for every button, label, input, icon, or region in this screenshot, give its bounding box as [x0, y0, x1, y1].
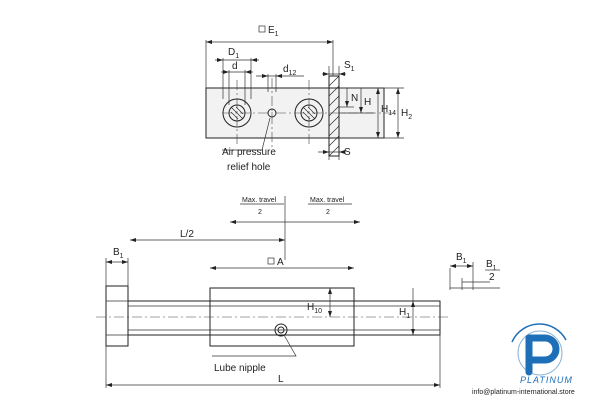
a-label: A: [277, 257, 284, 268]
detail-b1-label: B1: [456, 252, 467, 265]
d12-label: d12: [283, 64, 296, 77]
detail-b1-half-label: B1: [486, 259, 497, 272]
d1-label: D1: [228, 47, 239, 60]
h2-label: H2: [401, 108, 412, 121]
max-travel-right-den: 2: [326, 209, 330, 216]
s1-label: S1: [344, 60, 355, 73]
detail-b1: B1 B1 2: [449, 252, 500, 290]
d-label: d: [232, 61, 238, 72]
relief-hole-label: relief hole: [227, 162, 271, 173]
h1-label: H1: [399, 307, 410, 320]
e1-label: E1: [268, 25, 279, 38]
platinum-logo: [511, 323, 567, 376]
h10-label: H10: [307, 302, 322, 315]
brand-name: PLATINUM: [520, 375, 573, 385]
detail-b1-half-den: 2: [489, 272, 495, 283]
max-travel-right-label: Max. travel: [310, 197, 345, 204]
slide-block: [209, 287, 355, 347]
max-travel-left-den: 2: [258, 209, 262, 216]
lube-nipple: [274, 323, 288, 337]
max-travel-left-label: Max. travel: [242, 197, 277, 204]
n-label: N: [351, 93, 358, 104]
brand-email: info@platinum-international.store: [472, 389, 575, 396]
top-view: E1 D1 d d12 S1 S: [205, 25, 412, 173]
s-label: S: [344, 147, 351, 158]
l-half-label: L/2: [180, 229, 194, 240]
l-label: L: [278, 374, 284, 385]
end-cap-left: [105, 285, 129, 347]
side-view: Max. travel 2 Max. travel 2 L/2 B1 A H10: [96, 196, 450, 388]
h-label: H: [364, 97, 371, 108]
h14-label: H14: [381, 104, 396, 117]
air-pressure-label: Air pressure: [222, 147, 276, 158]
b1-label: B1: [113, 247, 124, 260]
lube-nipple-label: Lube nipple: [214, 363, 266, 374]
